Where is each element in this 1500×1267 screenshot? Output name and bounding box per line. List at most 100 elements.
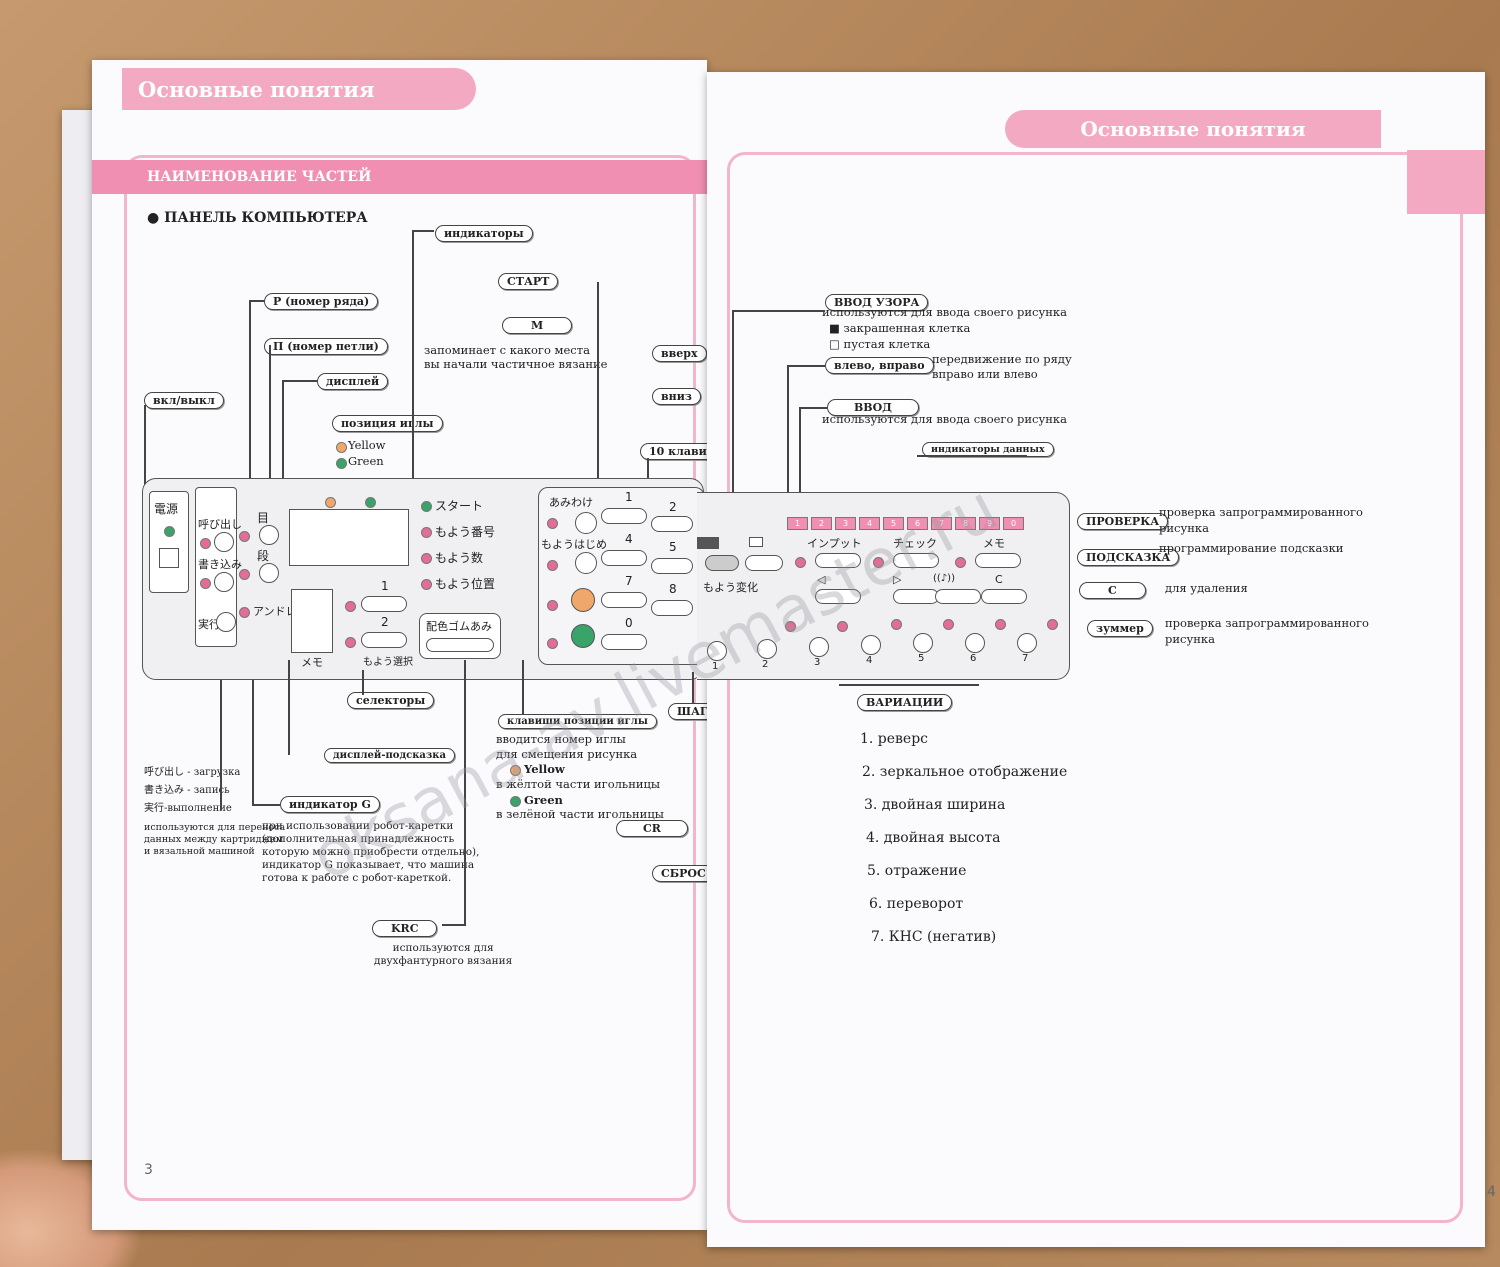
stitch-jp: 段 xyxy=(257,549,270,563)
key-0-num: 0 xyxy=(625,616,633,630)
data-cell: 9 xyxy=(979,517,1000,530)
key-5-num: 5 xyxy=(669,540,677,554)
green-desc: в зелёной части игольницы xyxy=(496,807,664,821)
down-label: вниз xyxy=(652,388,701,405)
filled-key-mark xyxy=(697,537,719,549)
c-key[interactable] xyxy=(981,589,1027,604)
buzzer-desc-1: проверка запрограммированного xyxy=(1165,616,1369,630)
input-key[interactable] xyxy=(815,553,861,568)
keypad-block: あみわけ もようはじめ 1 2 4 5 7 8 0 xyxy=(538,487,705,665)
buzzer-label: зуммер xyxy=(1087,620,1153,637)
data-cell: 6 xyxy=(907,517,928,530)
var-num: 4 xyxy=(866,655,873,666)
key-2[interactable] xyxy=(651,516,693,532)
pattern-pos-led xyxy=(421,579,432,590)
load-button[interactable] xyxy=(214,532,234,552)
split-jp: あみわけ xyxy=(549,496,593,509)
pattern-no-jp: もよう番号 xyxy=(435,525,496,539)
selector-1-key[interactable] xyxy=(361,596,407,612)
m-button[interactable] xyxy=(571,588,595,612)
var-button-2[interactable] xyxy=(757,639,777,659)
memo2-key[interactable] xyxy=(975,553,1021,568)
var-button-1[interactable] xyxy=(707,641,727,661)
var-led xyxy=(1047,619,1058,630)
key-5[interactable] xyxy=(651,558,693,574)
begin-jp: もようはじめ xyxy=(541,538,607,551)
sel-1-num: 1 xyxy=(381,579,389,593)
start-button[interactable] xyxy=(571,624,595,648)
leader-line xyxy=(799,407,827,409)
leader-line xyxy=(412,230,434,232)
m-label: М xyxy=(502,317,573,334)
split-button[interactable] xyxy=(575,512,597,534)
leader-line xyxy=(288,660,290,755)
buzzer-key[interactable] xyxy=(935,589,981,604)
up-label: вверх xyxy=(652,345,707,362)
var-button-6[interactable] xyxy=(965,633,985,653)
needle-keys-label: клавиши позиции иглы xyxy=(498,714,657,729)
key-4[interactable] xyxy=(601,550,647,566)
pattern-pos-jp: もよう位置 xyxy=(435,577,496,591)
exec-text: 実行-выполнение xyxy=(144,803,232,814)
check-jp: チェック xyxy=(893,537,937,550)
right-title: Основные понятия xyxy=(1005,110,1381,148)
begin-button[interactable] xyxy=(575,552,597,574)
check-key[interactable] xyxy=(893,553,939,568)
variation-item: 1. реверс xyxy=(860,731,929,747)
key-8[interactable] xyxy=(651,600,693,616)
right-tab xyxy=(1407,150,1485,214)
change-jp: もよう変化 xyxy=(703,581,758,594)
data-cell: 5 xyxy=(883,517,904,530)
start-led xyxy=(421,501,432,512)
leader-line xyxy=(220,680,222,810)
sel-1-led xyxy=(345,601,356,612)
memo-display xyxy=(291,589,333,653)
data-cell: 0 xyxy=(1003,517,1024,530)
hint-label: ПОДСКАЗКА xyxy=(1077,549,1180,566)
data-cell: 7 xyxy=(931,517,952,530)
exec-button[interactable] xyxy=(216,612,236,632)
green-b: Green xyxy=(524,793,563,807)
selector-2-key[interactable] xyxy=(361,632,407,648)
left-key[interactable] xyxy=(815,589,861,604)
power-jp: 電源 xyxy=(154,502,179,516)
pattern-desc: используются для ввода своего рисунка xyxy=(822,305,1067,319)
var-button-3[interactable] xyxy=(809,637,829,657)
write-text: 書き込み - запись xyxy=(144,785,230,796)
key-1-num: 1 xyxy=(625,490,633,504)
color-rib-block: 配色ゴムあみ xyxy=(419,613,501,659)
write-button[interactable] xyxy=(214,572,234,592)
memo2-led xyxy=(955,557,966,568)
lr-desc-1: передвижение по ряду xyxy=(932,352,1072,366)
filled-key[interactable] xyxy=(705,555,739,571)
var-num: 3 xyxy=(814,657,821,668)
p-loop-label: П (номер петли) xyxy=(264,338,388,355)
var-led xyxy=(837,621,848,632)
var-num: 6 xyxy=(970,653,977,664)
stitch-button[interactable] xyxy=(259,563,279,583)
subheading: ● ПАНЕЛЬ КОМПЬЮТЕРА xyxy=(147,210,368,226)
var-num: 7 xyxy=(1022,653,1029,664)
var-button-7[interactable] xyxy=(1017,633,1037,653)
row-button[interactable] xyxy=(259,525,279,545)
hint-desc: программирование подсказки xyxy=(1159,541,1344,555)
leader-line xyxy=(282,380,317,382)
c-jp: C xyxy=(995,573,1003,586)
data-cell: 2 xyxy=(811,517,832,530)
leader-line xyxy=(249,300,251,518)
m-desc-2: вы начали частичное вязание xyxy=(424,357,608,371)
var-button-4[interactable] xyxy=(861,635,881,655)
var-button-5[interactable] xyxy=(913,633,933,653)
pattern-count-led xyxy=(421,553,432,564)
memo-jp: メモ xyxy=(301,656,323,669)
empty-key[interactable] xyxy=(745,555,783,571)
split-led xyxy=(547,518,558,529)
color-rib-key[interactable] xyxy=(426,638,494,652)
variation-item: 5. отражение xyxy=(867,863,967,879)
power-switch[interactable] xyxy=(159,548,179,568)
key-1[interactable] xyxy=(601,508,647,524)
key-7[interactable] xyxy=(601,592,647,608)
key-0[interactable] xyxy=(601,634,647,650)
led xyxy=(239,531,250,542)
